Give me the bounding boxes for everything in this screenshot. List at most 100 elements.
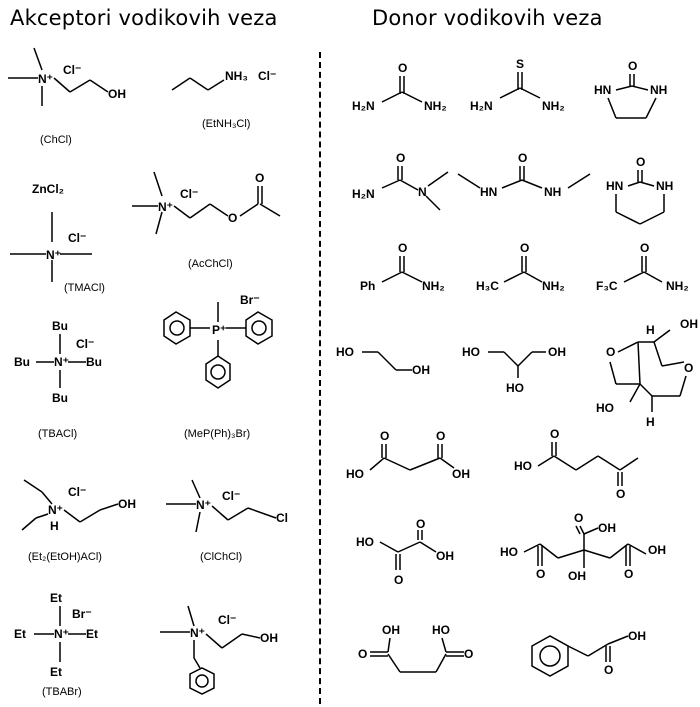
et2etohacl-label: (Et₂(EtOH)ACl) [28,551,102,563]
tbabr-label: (TBABr) [42,686,82,698]
svg-text:O: O [606,345,615,359]
n-n-dimethylurea-structure: O HN NH [457,151,598,212]
svg-text:H₂N: H₂N [352,187,375,201]
dimethylurea-structure: O H₂N N [352,151,462,212]
svg-text:OH: OH [628,629,646,643]
malonic-acid-structure: O O HO OH [344,428,484,488]
svg-text:O: O [684,361,693,375]
svg-text:HO: HO [500,545,518,559]
svg-text:OH: OH [548,345,566,359]
svg-text:Et: Et [50,665,62,679]
tetramethylammonium-chloride-structure: N⁺ Cl⁻ [10,212,120,282]
svg-text:OH: OH [436,549,454,563]
svg-text:O: O [636,155,645,169]
svg-text:HO: HO [336,345,354,359]
svg-text:HO: HO [462,345,480,359]
svg-text:Ph: Ph [360,279,375,293]
svg-text:N⁺: N⁺ [48,503,63,517]
svg-text:O: O [396,151,405,165]
mepph3br-label: (MeP(Ph)₃Br) [184,428,251,440]
svg-text:NH₂: NH₂ [542,99,565,113]
oxalic-acid-structure: HO OH O O [356,517,476,600]
svg-text:O: O [394,573,403,587]
acceptors-heading: Akceptori vodikovih veza [10,6,278,30]
svg-text:H: H [646,323,655,337]
tmacl-label: (TMACl) [64,282,105,294]
svg-text:NH: NH [650,83,667,97]
svg-text:OH: OH [382,623,400,637]
benzyl-choline-chloride-structure: N⁺ Cl⁻ OH [160,605,310,706]
acetylcholine-chloride-structure: N⁺ Cl⁻ O O [132,166,312,246]
svg-text:N⁺: N⁺ [38,72,53,86]
svg-text:Cl⁻: Cl⁻ [76,337,94,351]
svg-text:HO: HO [346,467,364,481]
citric-acid-structure: O OH HO OH O OH O [500,510,690,600]
svg-text:P⁺: P⁺ [212,323,226,337]
svg-text:N⁺: N⁺ [54,627,69,641]
svg-text:OH: OH [648,543,666,557]
svg-text:Et: Et [50,591,62,605]
svg-text:O: O [536,567,545,581]
svg-text:Cl⁻: Cl⁻ [218,613,236,627]
svg-text:Cl⁻: Cl⁻ [222,489,240,503]
svg-text:O: O [518,151,527,165]
svg-text:Cl⁻: Cl⁻ [68,485,86,499]
svg-text:O: O [380,429,389,443]
dashed-divider [319,52,321,704]
svg-text:O: O [398,241,407,255]
svg-text:O: O [640,241,649,255]
acchcl-label: (AcChCl) [188,258,233,270]
svg-text:O: O [628,59,637,73]
svg-text:Cl⁻: Cl⁻ [63,63,81,77]
svg-text:Et: Et [14,627,26,641]
svg-text:Br⁻: Br⁻ [240,293,260,307]
svg-text:OH: OH [598,521,616,535]
svg-text:F₃C: F₃C [596,279,618,293]
svg-text:NH₂: NH₂ [542,279,565,293]
svg-text:Cl⁻: Cl⁻ [68,231,86,245]
thiourea-structure: S H₂N NH₂ [470,56,590,116]
svg-text:OH: OH [118,497,136,511]
svg-text:O: O [416,517,425,531]
svg-text:O: O [574,511,583,525]
svg-text:OH: OH [568,569,586,583]
svg-text:Cl: Cl [276,511,288,525]
svg-text:HO: HO [514,459,532,473]
svg-text:N⁺: N⁺ [54,355,69,369]
svg-text:Br⁻: Br⁻ [72,607,92,621]
svg-text:O: O [624,567,633,581]
trifluoroacetamide-structure: O F₃C NH₂ [596,240,696,300]
svg-text:Bu: Bu [14,355,30,369]
glutaric-acid-structure: OH HO O O [358,622,498,702]
svg-text:HN: HN [480,185,497,199]
svg-text:H₂N: H₂N [352,99,375,113]
svg-text:Cl⁻: Cl⁻ [180,187,198,201]
svg-text:H: H [646,415,655,429]
svg-text:OH: OH [680,317,698,331]
svg-text:HO: HO [432,623,450,637]
svg-text:Bu: Bu [52,391,68,405]
svg-text:Bu: Bu [52,319,68,333]
svg-text:O: O [616,487,625,501]
diethylethanolammonium-chloride-structure: N⁺ H OH Cl⁻ [14,474,154,544]
svg-text:HO: HO [596,401,614,415]
glycerol-structure: HO OH HO [462,340,582,410]
svg-text:Et: Et [86,627,98,641]
svg-text:Bu: Bu [86,355,102,369]
chlorocholine-chloride-structure: N⁺ Cl⁻ Cl [166,478,306,538]
svg-text:NH: NH [656,179,673,193]
phenylacetic-acid-structure: OH O [524,626,674,696]
svg-text:O: O [255,171,264,185]
etnh3cl-label: (EtNH₃Cl) [202,118,251,130]
ethylene-glycol-structure: HO OH [336,340,446,390]
tetrabutylammonium-chloride-structure: Bu Bu N⁺ Bu Bu Cl⁻ [14,318,124,408]
svg-text:NH₂: NH₂ [422,279,445,293]
svg-text:H: H [50,519,59,533]
tetraethylammonium-bromide-structure: Et Et N⁺ Et Et Br⁻ [14,590,124,680]
svg-text:O: O [520,241,529,255]
svg-text:OH: OH [260,631,278,645]
svg-text:S: S [516,57,524,71]
svg-text:H₃C: H₃C [476,279,499,293]
svg-text:N: N [418,185,427,199]
imidazolidinone-structure: O HN NH [594,58,694,128]
